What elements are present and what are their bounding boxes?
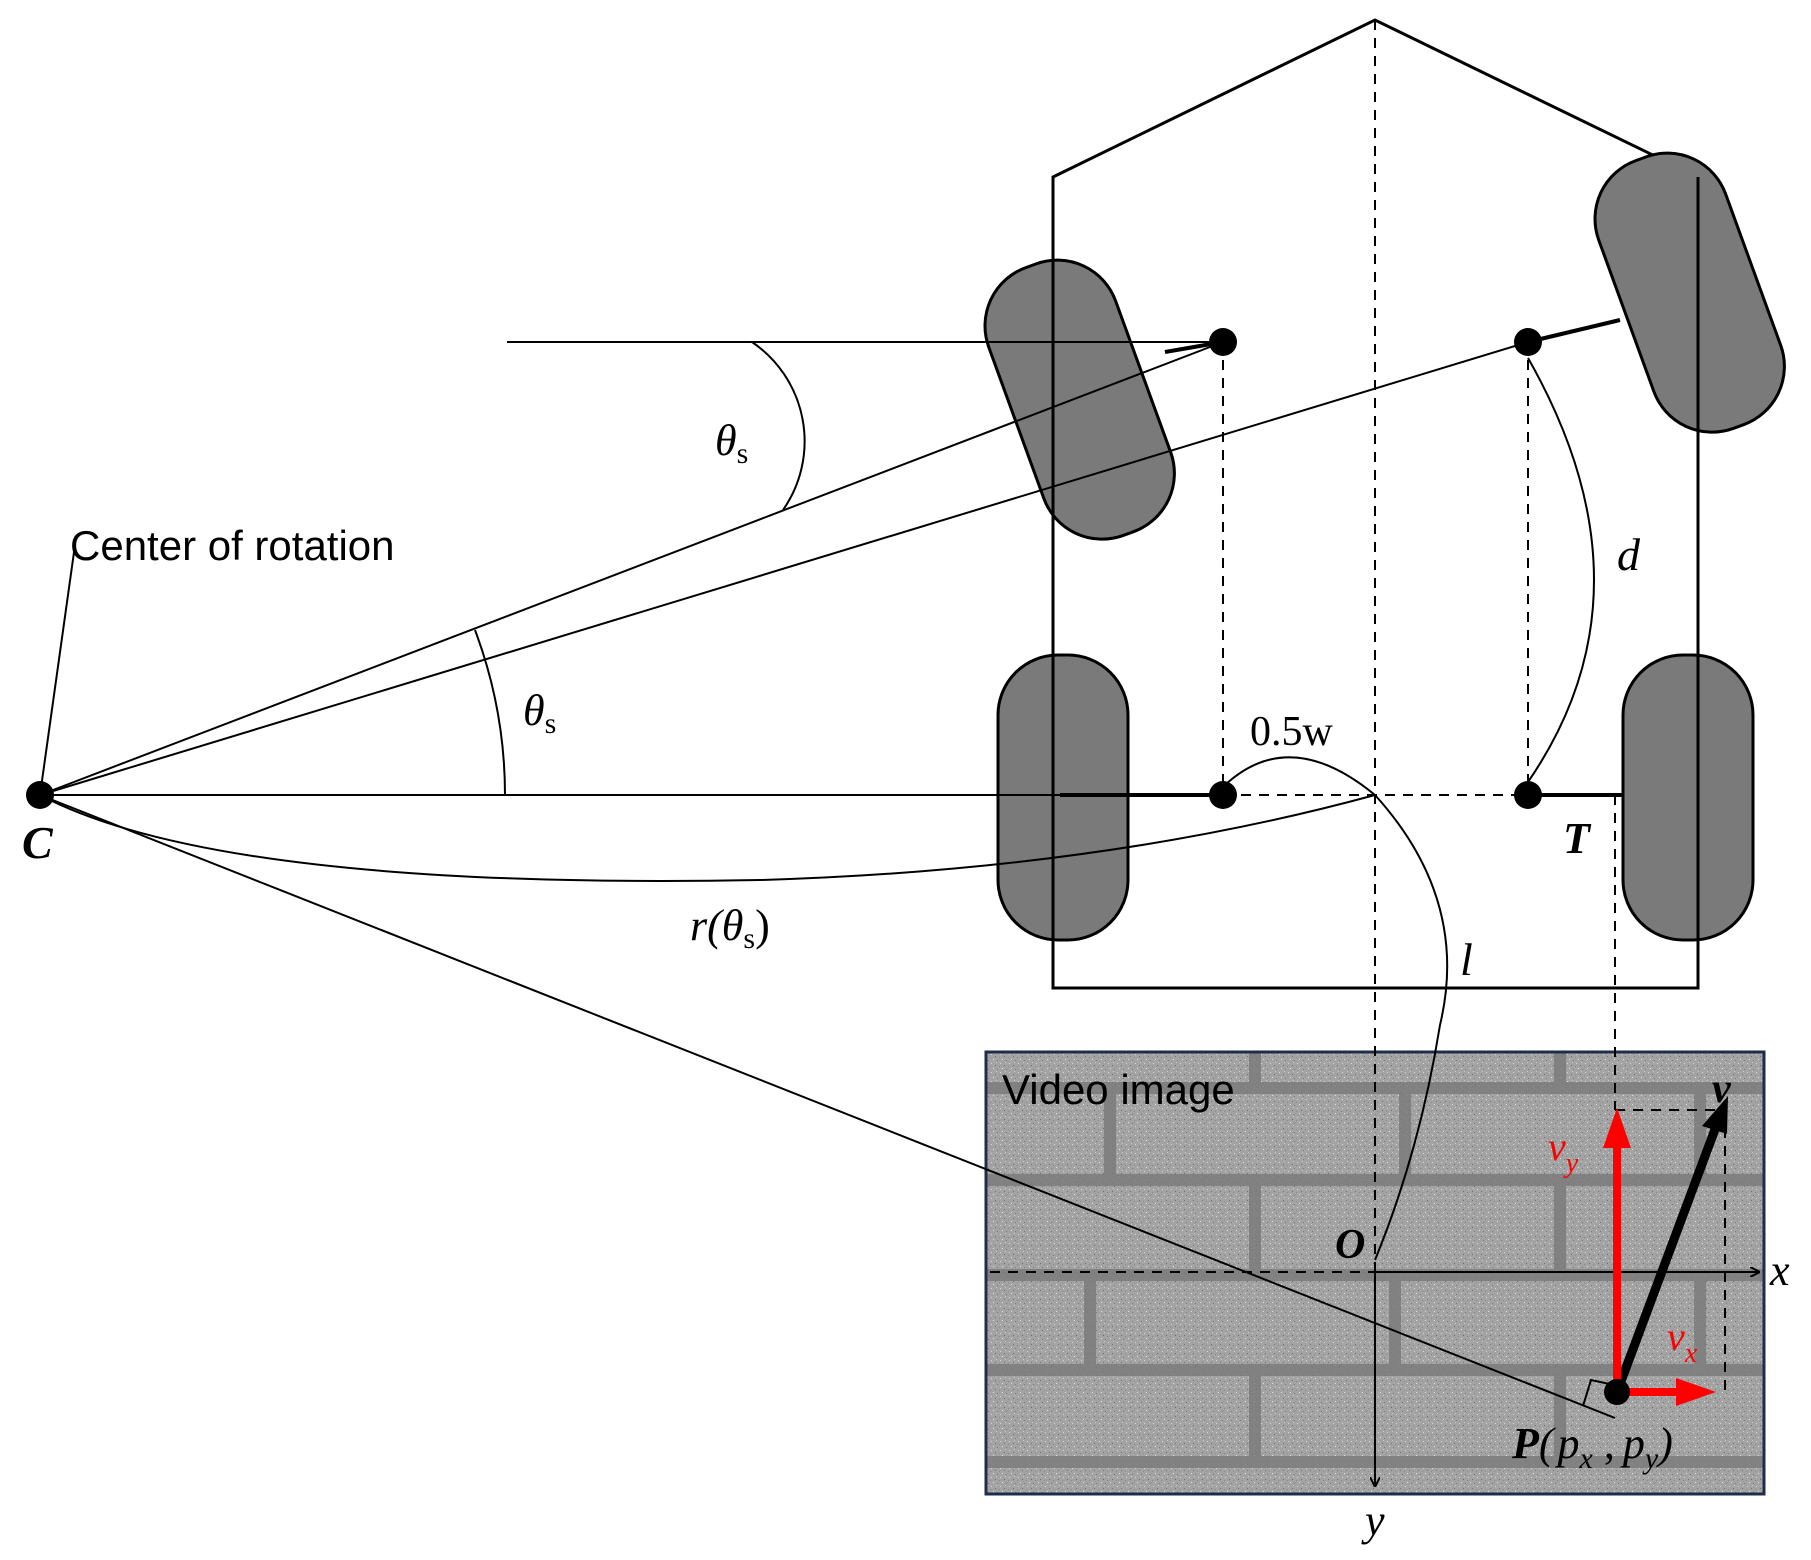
point-T bbox=[1514, 781, 1542, 809]
angle-arcs bbox=[474, 341, 806, 796]
point-C bbox=[26, 781, 54, 809]
rear-left-wheel bbox=[996, 653, 1130, 942]
P-coordinates-label: P(px ,py) bbox=[1511, 1419, 1673, 1475]
front-right-wheel bbox=[1593, 151, 1786, 434]
O-label: O bbox=[1335, 1222, 1365, 1268]
point-P bbox=[1604, 1379, 1630, 1405]
video-image-label: Video image bbox=[1002, 1066, 1235, 1113]
vy-label: vy bbox=[1548, 1124, 1579, 1179]
center-of-rotation-label: Center of rotation bbox=[70, 522, 395, 569]
front-left-pivot bbox=[1209, 328, 1237, 356]
rear-left-pivot bbox=[1209, 781, 1237, 809]
theta-s-lower-label: θs bbox=[523, 686, 556, 740]
l-label: l bbox=[1460, 934, 1473, 985]
front-left-wheel bbox=[983, 258, 1176, 541]
velocity-vectors bbox=[1603, 1096, 1728, 1406]
rotation-rays bbox=[39, 341, 1616, 1419]
x-axis-label: x bbox=[1769, 1246, 1790, 1295]
front-right-pivot bbox=[1514, 328, 1542, 356]
key-points bbox=[26, 328, 1630, 1405]
dimension-curves bbox=[39, 357, 1595, 1261]
y-axis-label: y bbox=[1361, 1496, 1385, 1545]
image-axes bbox=[1375, 1272, 1758, 1485]
C-label: C bbox=[22, 817, 54, 868]
T-label: T bbox=[1563, 814, 1592, 863]
r-theta-s-label: r(θs) bbox=[690, 901, 770, 955]
theta-s-upper-label: θs bbox=[715, 416, 748, 470]
v-label: v bbox=[1712, 1066, 1732, 1112]
d-label: d bbox=[1617, 529, 1641, 580]
vx-label: vx bbox=[1667, 1314, 1698, 1369]
rear-right-wheel bbox=[1621, 653, 1755, 942]
half-w-label: 0.5w bbox=[1250, 709, 1334, 755]
